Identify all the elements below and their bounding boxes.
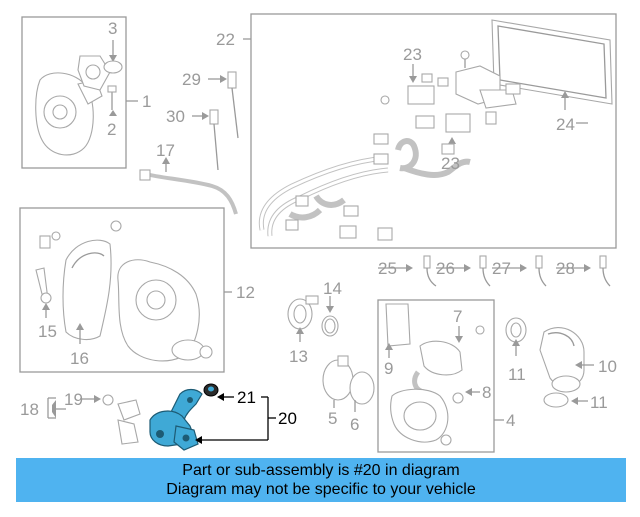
callout-25: 25 (378, 259, 397, 278)
callout-12: 12 (236, 283, 255, 302)
callout-8: 8 (482, 383, 491, 402)
callout-27: 27 (492, 259, 511, 278)
callout-3: 3 (108, 19, 117, 38)
callout-2: 2 (107, 120, 116, 139)
callout-23b: 23 (441, 154, 460, 173)
pipe-parts (505, 317, 594, 408)
callout-22: 22 (216, 30, 235, 49)
callout-24: 24 (556, 115, 575, 134)
part-info-banner: Part or sub-assembly is #20 in diagram D… (16, 458, 626, 502)
callout-13: 13 (289, 347, 308, 366)
sensor-row (423, 255, 611, 287)
sensor-parts (139, 71, 239, 215)
callout-labels: 3 1 2 29 30 17 22 23 23 24 12 15 16 25 2… (20, 19, 617, 434)
callout-1: 1 (142, 92, 151, 111)
banner-line-1: Part or sub-assembly is #20 in diagram (182, 462, 460, 479)
callout-5: 5 (328, 409, 337, 428)
callout-29: 29 (182, 70, 201, 89)
bracket-18-19 (47, 394, 141, 445)
callout-28: 28 (556, 259, 575, 278)
callout-6: 6 (350, 415, 359, 434)
callout-16: 16 (70, 349, 89, 368)
banner-line-2: Diagram may not be specific to your vehi… (166, 481, 476, 498)
callout-20: 20 (278, 409, 297, 428)
callout-15: 15 (38, 322, 57, 341)
callout-11a: 11 (508, 365, 526, 384)
callout-18: 18 (20, 400, 39, 419)
callout-21: 21 (237, 388, 256, 407)
group-box-12 (19, 207, 232, 373)
highlighted-part-20[interactable] (149, 383, 276, 451)
callout-10: 10 (598, 357, 617, 376)
callout-11b: 11 (590, 393, 608, 412)
callout-19: 19 (64, 390, 83, 409)
group-box-1 (21, 16, 138, 169)
callout-9: 9 (384, 359, 393, 378)
callout-30: 30 (166, 107, 185, 126)
callout-4: 4 (506, 411, 515, 430)
callout-14: 14 (323, 279, 342, 298)
group-box-4 (377, 299, 504, 453)
callout-26: 26 (436, 259, 455, 278)
callout-7: 7 (453, 307, 462, 326)
callout-17: 17 (156, 141, 175, 160)
group-box-22 (243, 13, 617, 249)
clamp-parts (287, 295, 375, 412)
callout-23a: 23 (403, 45, 422, 64)
leader-lines (378, 122, 591, 272)
